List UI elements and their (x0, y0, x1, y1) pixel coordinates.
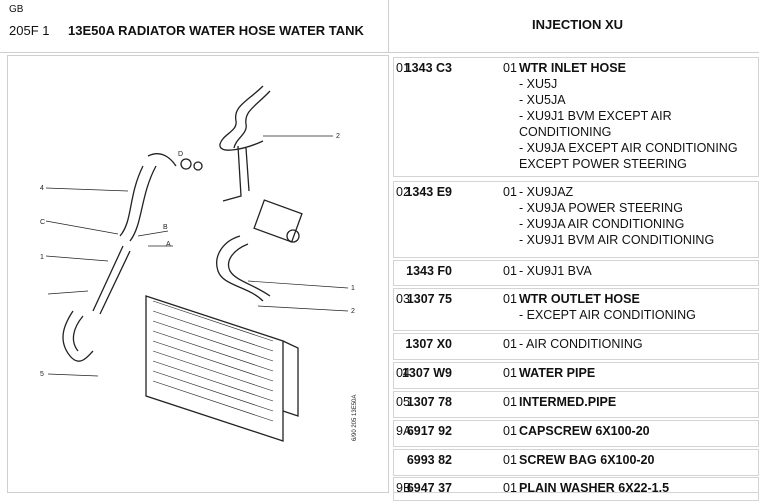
description: WATER PIPE (519, 365, 757, 381)
page-title: 13E50A RADIATOR WATER HOSE WATER TANK (68, 23, 364, 38)
exploded-diagram: 2 D 4 C B A 1 1 2 5 6/90 205 13E50A (7, 55, 389, 493)
callout-label: C (40, 219, 45, 226)
description: PLAIN WASHER 6X22-1.5 (519, 480, 757, 496)
hose-left-upper (119, 153, 177, 237)
thermostat-housing (253, 199, 303, 243)
ref-number: 02 (396, 185, 410, 199)
ref-number: 9B (396, 481, 412, 495)
ref-number: 04 (396, 366, 410, 380)
callout-label: 1 (351, 285, 355, 292)
hose-top (219, 85, 264, 151)
callout-label: 1 (40, 254, 44, 261)
description-line: - XU9JA AIR CONDITIONING (519, 217, 685, 231)
description: SCREW BAG 6X100-20 (519, 452, 757, 468)
model-code: 205F 1 (9, 23, 50, 38)
description-line: - EXCEPT AIR CONDITIONING (519, 308, 696, 322)
part-number: 1307 X0 (405, 337, 452, 351)
ref-number: 01 (396, 61, 410, 75)
ref-number: 9A (396, 424, 412, 438)
description-line: WTR OUTLET HOSE (519, 292, 640, 306)
description-line: - XU9JA POWER STEERING (519, 201, 683, 215)
quantity: 01 (503, 453, 517, 467)
description-line: - AIR CONDITIONING (519, 337, 643, 351)
description-line: CAPSCREW 6X100-20 (519, 424, 650, 438)
part-number: 1307 W9 (401, 366, 452, 380)
callout-label: D (178, 151, 183, 158)
callout-label: 4 (40, 185, 44, 192)
quantity: 01 (503, 292, 517, 306)
hose-right (216, 235, 264, 302)
callout-label: 2 (336, 133, 340, 140)
description-line: - XU9JA EXCEPT AIR CONDITIONING EXCEPT P… (519, 141, 738, 171)
part-number: 1307 75 (406, 292, 452, 306)
hose-lower (62, 310, 94, 362)
language-code: GB (9, 4, 24, 15)
engine-type: INJECTION XU (532, 17, 624, 32)
quantity: 01 (503, 395, 517, 409)
quantity: 01 (503, 337, 517, 351)
description-line: - XU5JA (519, 93, 566, 107)
quantity: 01 (503, 264, 517, 278)
description-line: - XU9JAZ (519, 185, 574, 199)
radiator (145, 295, 284, 442)
callout-label: B (163, 224, 168, 231)
description: WTR OUTLET HOSE - EXCEPT AIR CONDITIONING (519, 291, 757, 323)
quantity: 01 (503, 61, 517, 75)
description: CAPSCREW 6X100-20 (519, 423, 757, 439)
description-line: - XU5J (519, 77, 558, 91)
table-row: 1343 F0 01- XU9J1 BVA (393, 260, 759, 286)
table-row: 1307 X0 01- AIR CONDITIONING (393, 333, 759, 360)
description-line: - XU9J1 BVM EXCEPT AIR CONDITIONING (519, 109, 672, 139)
description-line: PLAIN WASHER 6X22-1.5 (519, 481, 670, 495)
description: INTERMED.PIPE (519, 394, 757, 410)
callout-label: 5 (40, 371, 44, 378)
part-number: 1343 C3 (404, 61, 452, 75)
part-number: 1307 78 (406, 395, 452, 409)
description: - XU9JAZ - XU9JA POWER STEERING - XU9JA AI… (519, 184, 757, 248)
description-line: WTR INLET HOSE (519, 61, 626, 75)
part-number: 6917 92 (406, 424, 452, 438)
description: - AIR CONDITIONING (519, 336, 757, 352)
ref-number: 03 (396, 292, 410, 306)
quantity: 01 (503, 424, 517, 438)
description: WTR INLET HOSE - XU5J - XU5JA - XU9J1 BVM E… (519, 60, 757, 172)
table-bottom-edge (393, 492, 759, 497)
header-left: GB 205F 1 13E50A RADIATOR WATER HOSE WAT… (0, 0, 389, 53)
quantity: 01 (503, 366, 517, 380)
description-line: SCREW BAG 6X100-20 (519, 453, 655, 467)
figure-side-label: 6/90 205 13E50A (352, 395, 358, 441)
part-number: 1343 F0 (406, 264, 452, 278)
part-number: 6993 82 (406, 453, 452, 467)
quantity: 01 (503, 185, 517, 199)
callout-label: 2 (351, 308, 355, 315)
header-right: INJECTION XU (389, 0, 759, 53)
callout-label: A (166, 241, 171, 248)
description: - XU9J1 BVA (519, 263, 757, 279)
description-line: WATER PIPE (519, 366, 596, 380)
ref-number: 05 (396, 395, 410, 409)
quantity: 01 (503, 481, 517, 495)
part-number: 6947 37 (406, 481, 452, 495)
part-number: 1343 E9 (405, 185, 452, 199)
diagram-drawing: 2 D 4 C B A 1 1 2 5 6/90 205 13E50A (40, 85, 358, 442)
water-pipe (222, 145, 242, 202)
description-line: - XU9J1 BVA (519, 264, 592, 278)
intermediate-pipe (92, 245, 131, 315)
description-line: - XU9J1 BVM AIR CONDITIONING (519, 233, 715, 247)
description-line: INTERMED.PIPE (519, 395, 617, 409)
